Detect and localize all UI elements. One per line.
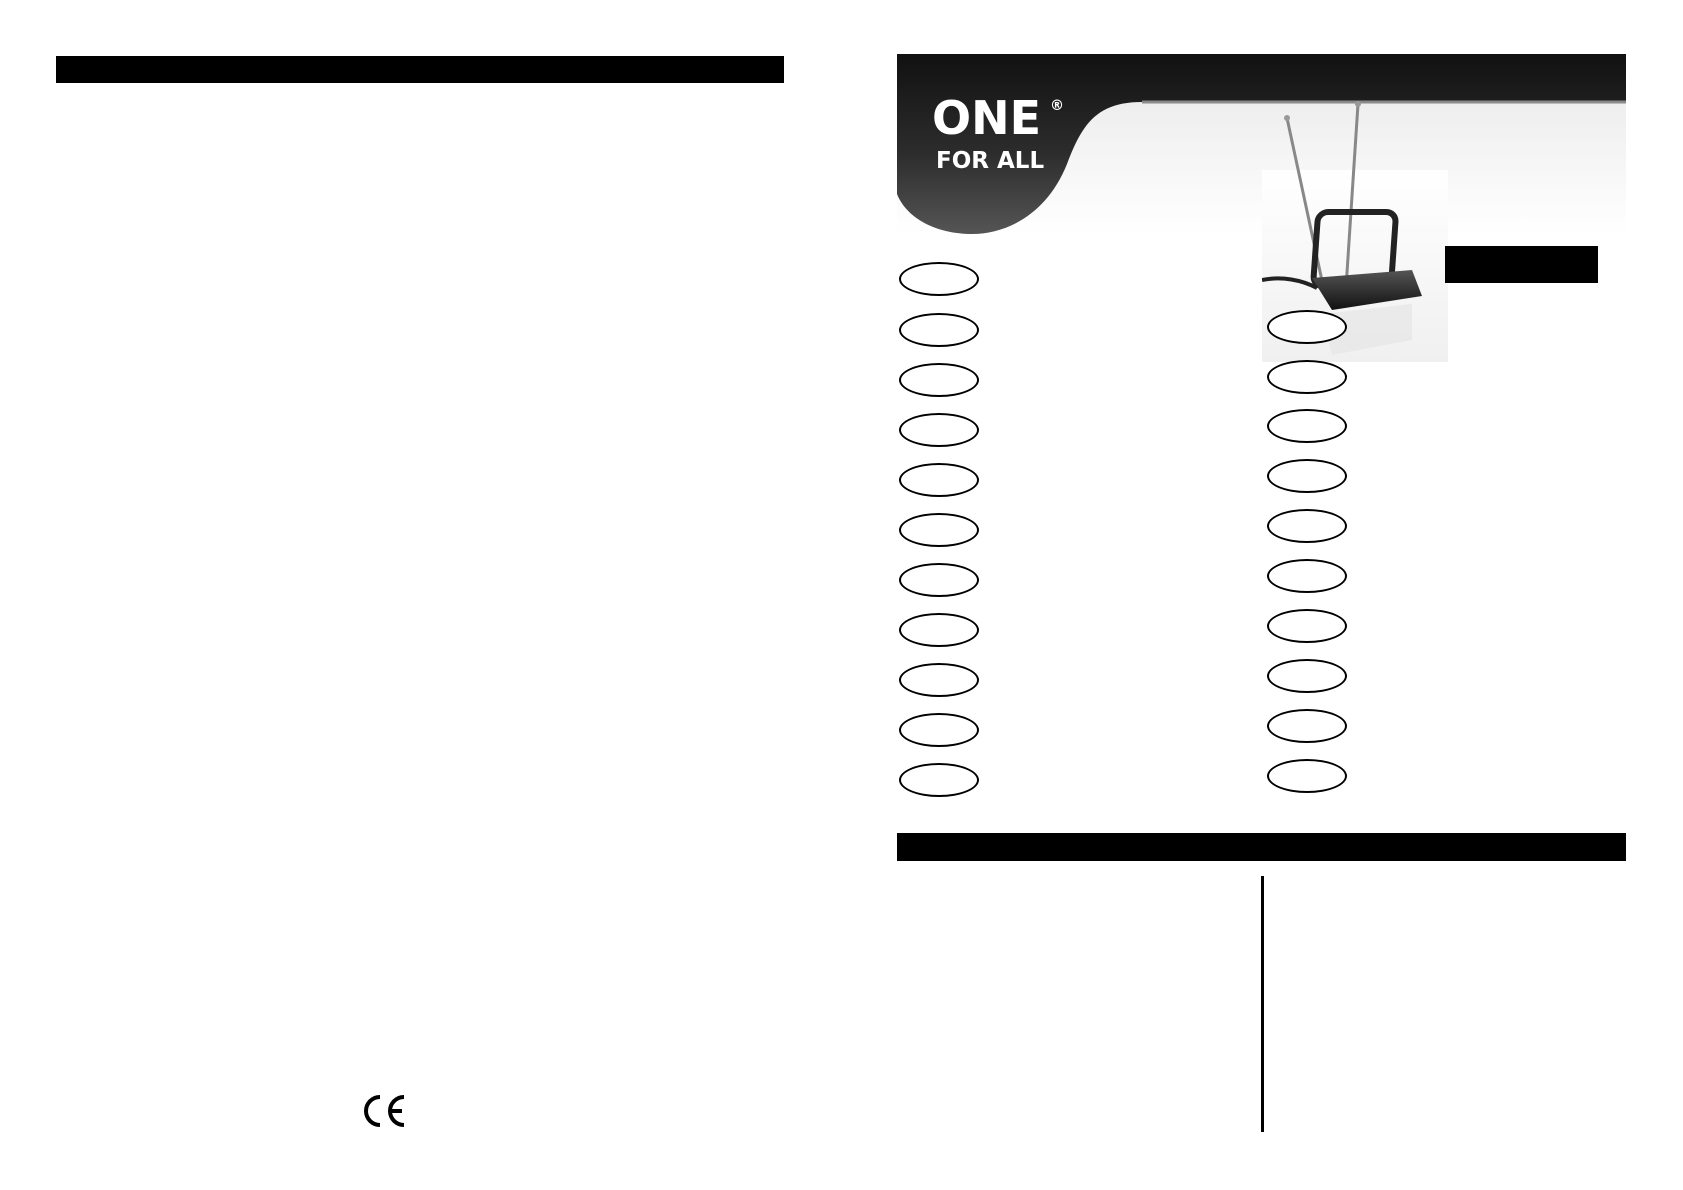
brand-header-band <box>897 54 1626 234</box>
language-option[interactable] <box>1267 360 1347 394</box>
language-option[interactable] <box>899 613 979 647</box>
ce-mark-icon: CE <box>360 1093 410 1129</box>
language-option[interactable] <box>1267 409 1347 443</box>
language-option[interactable] <box>1267 609 1347 643</box>
language-option[interactable] <box>1267 310 1347 344</box>
language-option[interactable] <box>1267 759 1347 793</box>
language-option[interactable] <box>1267 459 1347 493</box>
language-option[interactable] <box>1267 509 1347 543</box>
language-option[interactable] <box>899 262 979 296</box>
language-option[interactable] <box>899 313 979 347</box>
language-option[interactable] <box>899 713 979 747</box>
language-option[interactable] <box>899 663 979 697</box>
column-divider <box>1261 876 1264 1132</box>
language-option[interactable] <box>899 413 979 447</box>
logo-line-one: ONE <box>932 91 1041 145</box>
left-page-header-bar <box>56 56 784 83</box>
brand-logo: ONE FOR ALL ® <box>930 88 1080 178</box>
right-page-section-bar <box>897 833 1626 861</box>
language-option[interactable] <box>899 563 979 597</box>
right-page-label-box <box>1445 246 1598 283</box>
language-option[interactable] <box>899 513 979 547</box>
language-option[interactable] <box>1267 659 1347 693</box>
language-option[interactable] <box>1267 559 1347 593</box>
registered-mark: ® <box>1050 98 1064 114</box>
language-option[interactable] <box>899 763 979 797</box>
language-option[interactable] <box>899 363 979 397</box>
language-option[interactable] <box>899 463 979 497</box>
logo-line-two: FOR ALL <box>936 148 1044 174</box>
language-option[interactable] <box>1267 709 1347 743</box>
